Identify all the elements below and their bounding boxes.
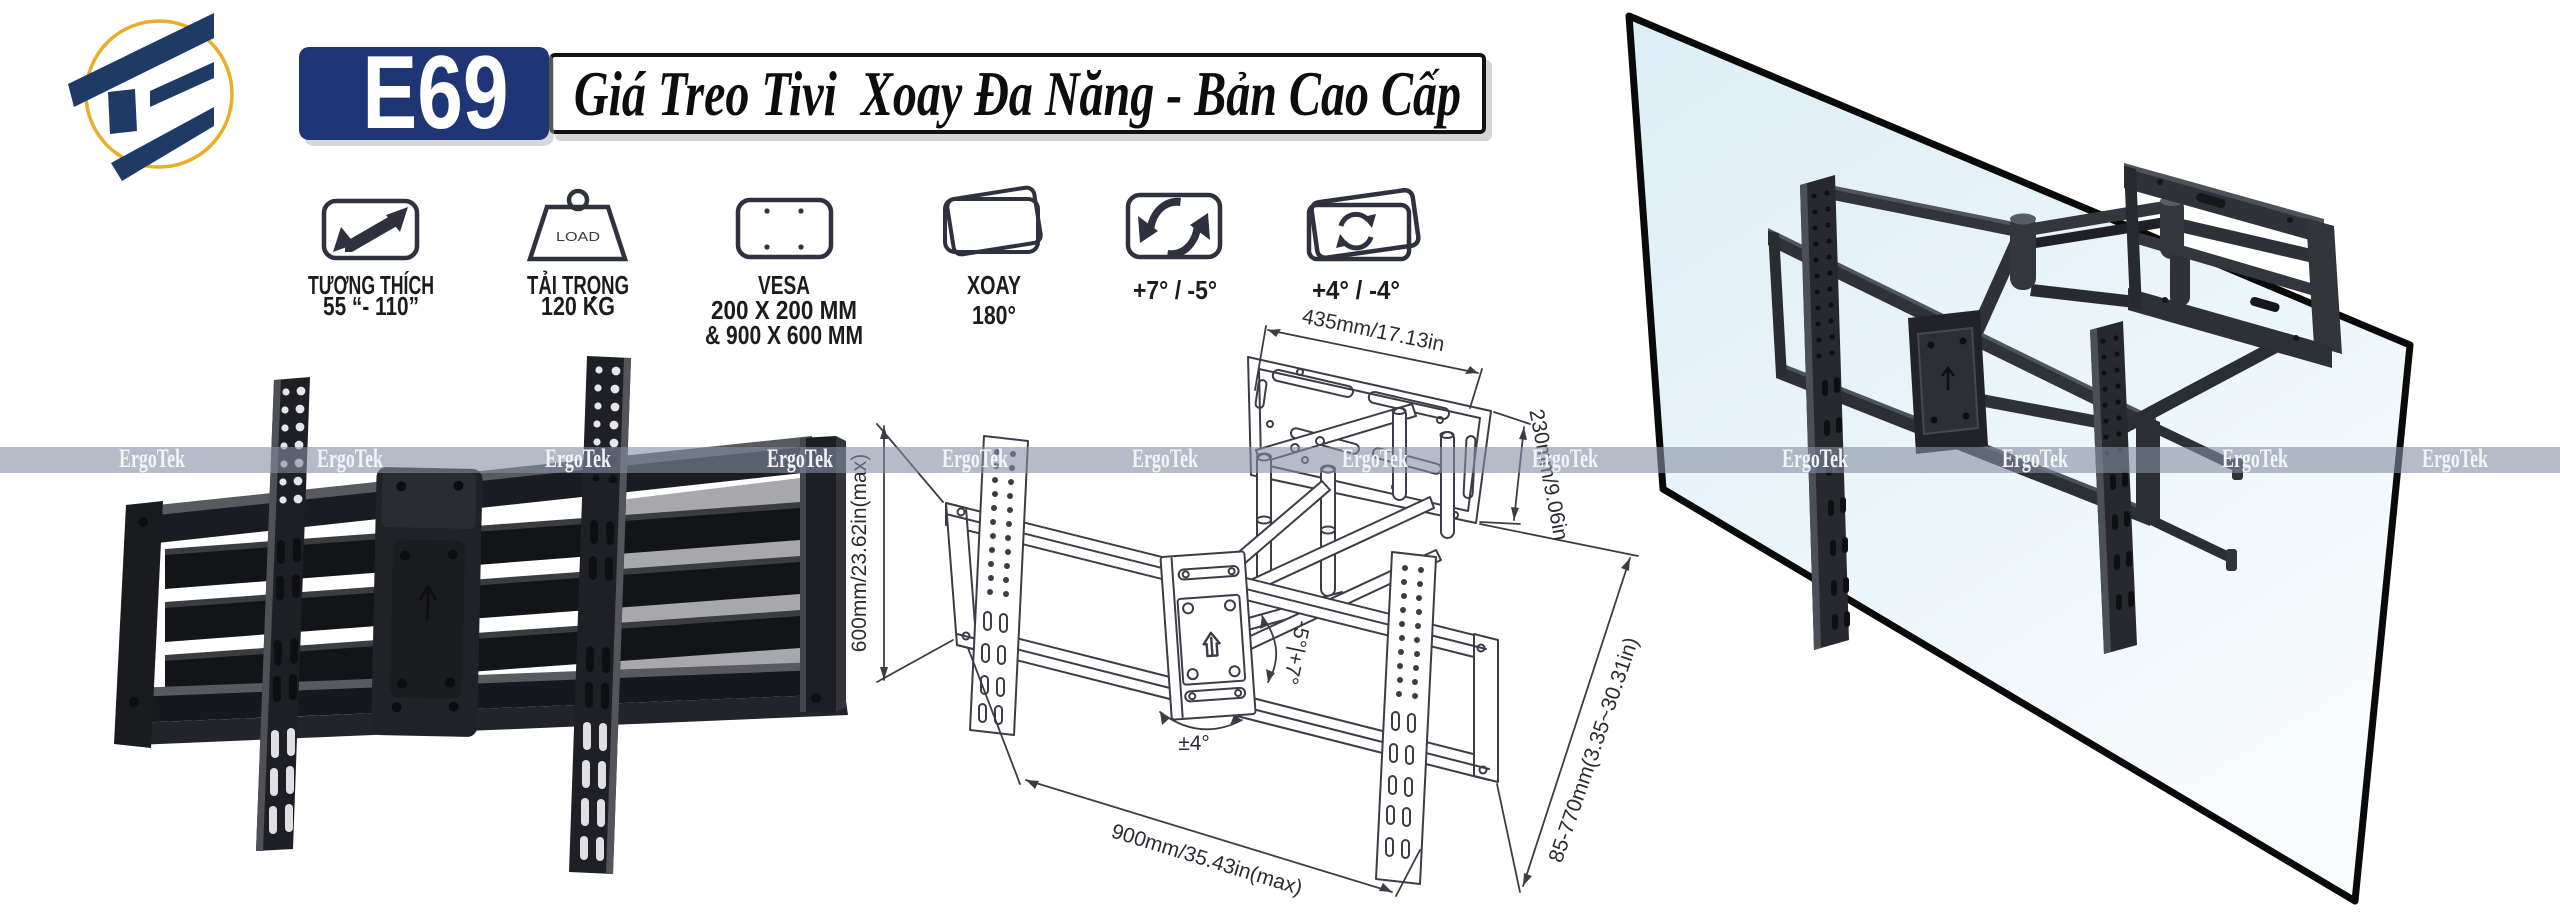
svg-text:600mm/23.62in(max): 600mm/23.62in(max) — [848, 454, 871, 652]
svg-text:+7° / -5°: +7° / -5° — [1133, 275, 1217, 305]
svg-text:XOAY: XOAY — [967, 270, 1021, 300]
svg-text:TẢI TRỌNG: TẢI TRỌNG — [527, 270, 629, 300]
svg-text:435mm/17.13in: 435mm/17.13in — [1300, 305, 1446, 356]
svg-text:ErgoTek: ErgoTek — [1782, 444, 1848, 473]
svg-text:900mm/35.43in(max): 900mm/35.43in(max) — [1109, 820, 1305, 900]
svg-text:ErgoTek: ErgoTek — [942, 444, 1008, 473]
svg-text:120 KG: 120 KG — [541, 291, 615, 321]
svg-text:TƯƠNG THÍCH: TƯƠNG THÍCH — [308, 270, 434, 300]
svg-text:ErgoTek: ErgoTek — [2422, 444, 2488, 473]
svg-text:ErgoTek: ErgoTek — [2002, 444, 2068, 473]
svg-text:200 X 200 MM: 200 X 200 MM — [711, 295, 857, 325]
svg-text:180°: 180° — [972, 300, 1016, 330]
svg-text:ErgoTek: ErgoTek — [317, 444, 383, 473]
svg-text:VESA: VESA — [758, 270, 810, 300]
svg-text:ErgoTek: ErgoTek — [1532, 444, 1598, 473]
svg-text:ErgoTek: ErgoTek — [1342, 444, 1408, 473]
svg-text:230mm/9.06in: 230mm/9.06in — [1524, 407, 1572, 542]
svg-text:ErgoTek: ErgoTek — [767, 444, 833, 473]
svg-text:ErgoTek: ErgoTek — [119, 444, 185, 473]
svg-text:ErgoTek: ErgoTek — [545, 444, 611, 473]
svg-text:+4° / -4°: +4° / -4° — [1312, 275, 1400, 305]
svg-text:& 900 X 600 MM: & 900 X 600 MM — [705, 320, 863, 350]
svg-text:LOAD: LOAD — [556, 229, 600, 244]
svg-text:55 “- 110”: 55 “- 110” — [323, 291, 419, 321]
svg-text:±4°: ±4° — [1178, 732, 1210, 755]
svg-text:ErgoTek: ErgoTek — [2222, 444, 2288, 473]
svg-text:ErgoTek: ErgoTek — [1132, 444, 1198, 473]
